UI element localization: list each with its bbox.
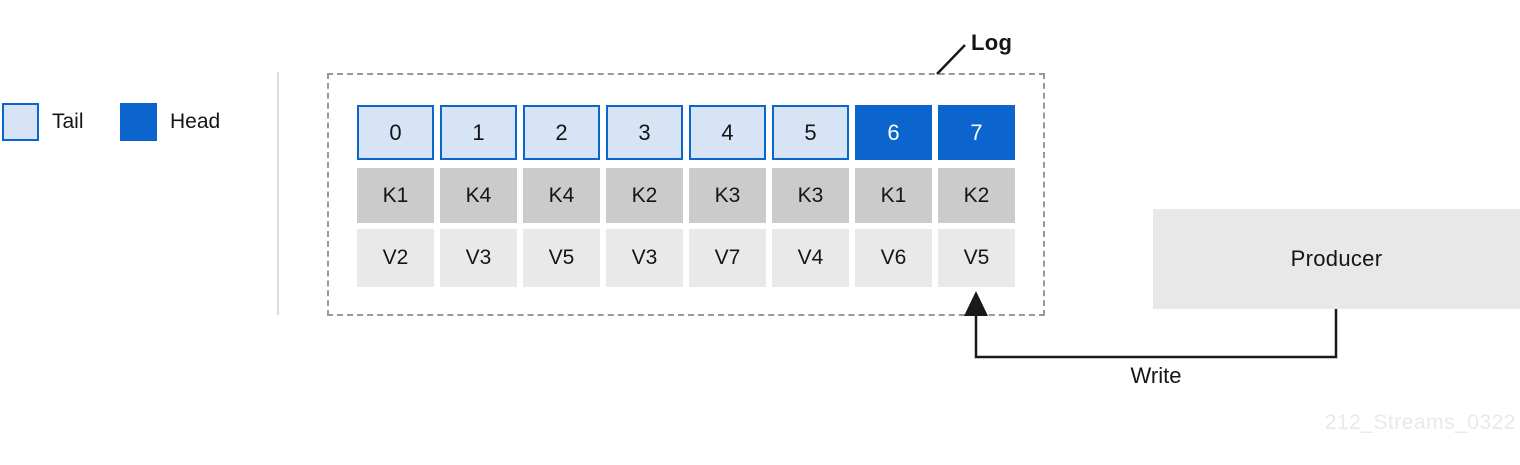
offset-cell: 1 [440, 105, 517, 160]
watermark-text: 212_Streams_0322 [1324, 411, 1516, 434]
key-cell: K2 [606, 168, 683, 223]
value-cell: V6 [855, 229, 932, 287]
value-cell: V5 [938, 229, 1015, 287]
offset-cell: 4 [689, 105, 766, 160]
key-cell: K4 [523, 168, 600, 223]
value-row: V2 V3 V5 V3 V7 V4 V6 V5 [357, 229, 1015, 287]
value-cell: V2 [357, 229, 434, 287]
offset-cell: 3 [606, 105, 683, 160]
vertical-divider [277, 72, 279, 315]
key-cell: K4 [440, 168, 517, 223]
key-cell: K3 [772, 168, 849, 223]
write-arrow [974, 309, 1338, 359]
offset-cell: 7 [938, 105, 1015, 160]
tail-legend-swatch [2, 103, 39, 141]
key-cell: K3 [689, 168, 766, 223]
key-cell: K1 [855, 168, 932, 223]
value-cell: V3 [606, 229, 683, 287]
key-row: K1 K4 K4 K2 K3 K3 K1 K2 [357, 168, 1015, 223]
offset-row: 0 1 2 3 4 5 6 7 [357, 105, 1015, 160]
producer-label: Producer [1290, 246, 1383, 271]
log-pointer-line [936, 44, 966, 75]
value-cell: V7 [689, 229, 766, 287]
log-label: Log [971, 30, 1013, 55]
offset-cell: 2 [523, 105, 600, 160]
value-cell: V5 [523, 229, 600, 287]
log-dashed-box [327, 73, 1045, 316]
offset-cell: 6 [855, 105, 932, 160]
value-cell: V4 [772, 229, 849, 287]
head-legend-label: Head [170, 110, 221, 133]
key-cell: K1 [357, 168, 434, 223]
head-legend-swatch [120, 103, 157, 141]
value-cell: V3 [440, 229, 517, 287]
producer-box: Producer [1153, 209, 1520, 309]
key-cell: K2 [938, 168, 1015, 223]
write-label: Write [1130, 363, 1182, 388]
offset-cell: 5 [772, 105, 849, 160]
tail-legend-label: Tail [52, 110, 84, 133]
offset-cell: 0 [357, 105, 434, 160]
